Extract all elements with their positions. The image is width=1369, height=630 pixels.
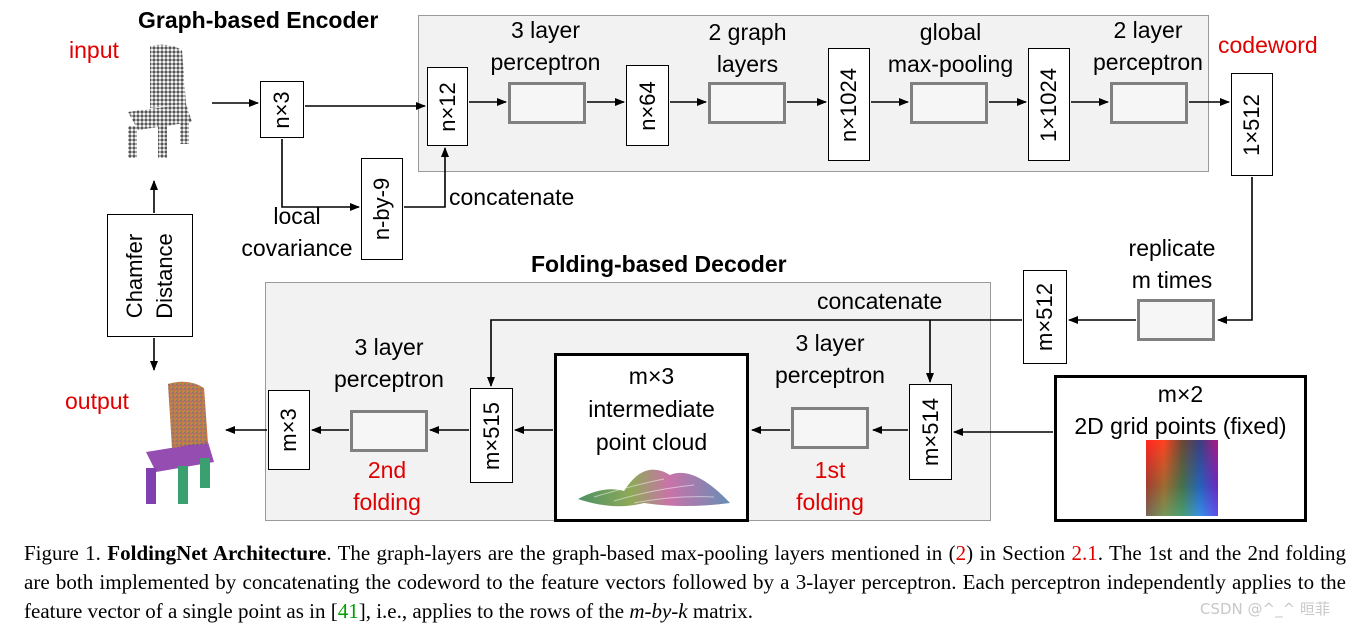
fold1-label-2: folding: [796, 489, 864, 515]
2d-grid-image: [1146, 440, 1218, 516]
n-by-64-box: n×64: [626, 65, 669, 146]
n-by-12-box: n×12: [427, 67, 468, 146]
n-by-9-box: n-by-9: [361, 158, 403, 260]
watermark: CSDN @^_^ 晅菲: [1200, 600, 1330, 618]
intermediate-pointcloud: [578, 469, 730, 507]
decoder-mlp2-label-2: perceptron: [334, 366, 444, 392]
intermediate-label-2: intermediate: [588, 396, 715, 422]
m-by-512-box: m×512: [1023, 270, 1067, 364]
codeword-label: codeword: [1218, 32, 1318, 58]
decoder-mlp2-block: [350, 410, 428, 452]
output-chair-pointcloud: [146, 381, 214, 504]
replicate-label-2: m times: [1131, 267, 1213, 293]
m-by-515-box: m×515: [470, 388, 513, 483]
n-by-1024-box: n×1024: [828, 48, 870, 161]
decoder-mlp1-label-2: perceptron: [775, 362, 885, 388]
grid-label-1: m×2: [1157, 381, 1204, 407]
graph-layers-block: [708, 82, 786, 124]
graph-layers-label-1: 2 graph: [708, 19, 787, 45]
caption-text-4: ], i.e., applies to the rows of the: [358, 599, 630, 623]
m-by-514-box: m×514: [909, 384, 952, 480]
replicate-block: [1137, 299, 1215, 341]
decoder-mlp2-label-1: 3 layer: [354, 334, 424, 360]
encoder-mlp1-block: [508, 82, 586, 124]
decoder-mlp1-label-1: 3 layer: [795, 330, 865, 356]
caption-fig: Figure 1.: [24, 541, 101, 565]
encoder-mlp2-label-1: 2 layer: [1113, 17, 1183, 43]
grid-label-2: 2D grid points (fixed): [1074, 413, 1287, 439]
caption-ref-section[interactable]: 2.1: [1071, 541, 1098, 565]
chamfer-text: Chamfer Distance: [122, 232, 177, 319]
intermediate-label-1: m×3: [628, 363, 675, 389]
caption-text-1: . The graph-layers are the graph-based m…: [326, 541, 956, 565]
max-pooling-label-2: max-pooling: [887, 51, 1014, 77]
encoder-title: Graph-based Encoder: [138, 7, 379, 33]
intermediate-label-3: point cloud: [595, 429, 708, 455]
caption-title: FoldingNet Architecture: [107, 541, 327, 565]
fold2-label-2: folding: [353, 489, 421, 515]
local-covariance-label-2: covariance: [241, 235, 353, 261]
local-covariance-label-1: local: [273, 203, 321, 229]
figure-caption: Figure 1. FoldingNet Architecture. The g…: [24, 539, 1346, 626]
encoder-mlp2-block: [1110, 82, 1188, 124]
output-label: output: [65, 388, 129, 414]
1-by-1024-box: 1×1024: [1028, 48, 1070, 161]
arrow-nx3-to-nby9: [281, 139, 360, 211]
input-chair-pointcloud: [128, 44, 192, 158]
encoder-mlp2-label-2: perceptron: [1093, 49, 1203, 75]
input-label: input: [69, 37, 119, 63]
m-by-3-box: m×3: [268, 390, 310, 470]
encoder-mlp1-label-2: perceptron: [490, 49, 601, 75]
encoder-mlp1-label-1: 3 layer: [510, 17, 581, 43]
chamfer-distance-box: Chamfer Distance: [107, 214, 193, 337]
encoder-concatenate-label: concatenate: [449, 184, 575, 210]
n-by-3-box: n×3: [260, 81, 304, 138]
caption-text-5: matrix.: [687, 599, 753, 623]
caption-ref-cite[interactable]: 41: [337, 599, 359, 623]
decoder-concatenate-label: concatenate: [817, 288, 943, 314]
caption-text-2: ) in Section: [966, 541, 1072, 565]
fold2-label-1: 2nd: [367, 457, 407, 483]
max-pooling-label-1: global: [919, 19, 982, 45]
graph-layers-label-2: layers: [716, 51, 779, 77]
decoder-title: Folding-based Decoder: [531, 251, 787, 277]
replicate-label-1: replicate: [1128, 235, 1216, 261]
fold1-label-1: 1st: [814, 457, 846, 483]
max-pooling-block: [910, 82, 988, 124]
caption-text-3: . The 1st and the 2nd folding are both i…: [24, 541, 1347, 623]
1-by-512-box: 1×512: [1231, 73, 1273, 176]
decoder-mlp1-block: [791, 407, 869, 449]
caption-ref-eq[interactable]: 2: [955, 541, 967, 565]
caption-math: m-by-k: [629, 599, 688, 623]
